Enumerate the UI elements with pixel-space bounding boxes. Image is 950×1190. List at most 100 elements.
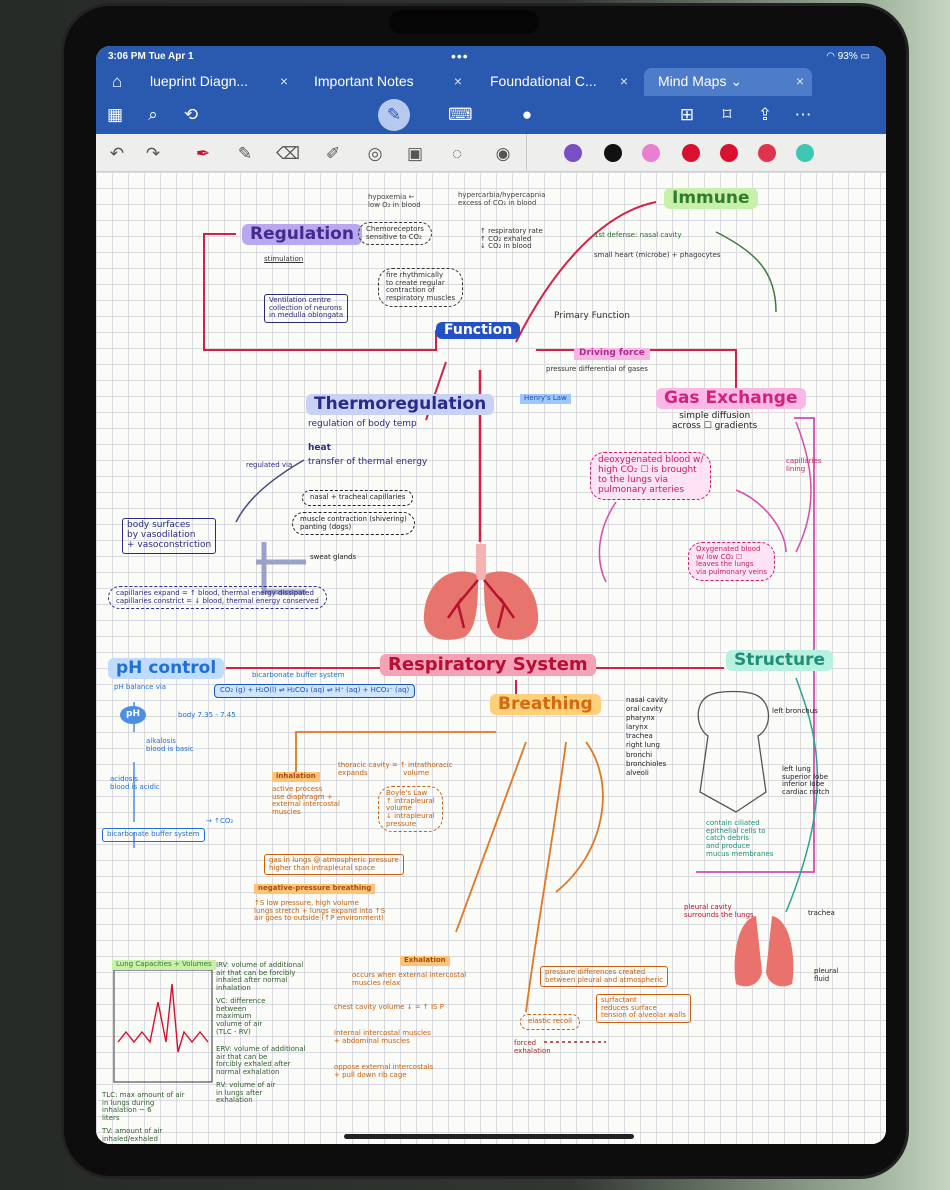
note-chemoreceptors: Chemoreceptors sensitive to CO₂ bbox=[358, 222, 432, 246]
note-left-bronchus: left bronchus bbox=[772, 707, 818, 715]
app-top-bar: 3:06 PM Tue Apr 1 ••• ◠ 93% ▭ ⌂ lueprint… bbox=[96, 46, 886, 134]
note-fire-rhythmically: fire rhythmically to create regular cont… bbox=[378, 268, 464, 307]
status-time: 3:06 PM Tue Apr 1 bbox=[108, 51, 194, 62]
color-swatch-purple[interactable] bbox=[564, 144, 582, 162]
note-rv: RV: volume of air in lungs after exhalat… bbox=[216, 1081, 276, 1105]
note-heat-transfer: transfer of thermal energy bbox=[308, 457, 428, 467]
grid-icon[interactable]: ▦ bbox=[106, 105, 124, 124]
note-erv: ERV: volume of additional air that can b… bbox=[216, 1045, 306, 1077]
note-regulation-body-temp: regulation of body temp bbox=[308, 419, 417, 429]
tablet-screen: 3:06 PM Tue Apr 1 ••• ◠ 93% ▭ ⌂ lueprint… bbox=[96, 46, 886, 1144]
home-icon[interactable]: ⌂ bbox=[112, 72, 123, 91]
note-tlc: TLC: max amount of air in lungs during i… bbox=[102, 1091, 185, 1123]
pen-toolbar: ↶ ↷ ✒ ✎ ⌫ ✐ ◎ ▣ ◌ ◉ bbox=[96, 134, 886, 172]
note-simple-diffusion: simple diffusion across ☐ gradients bbox=[672, 411, 758, 431]
note-primary-function: Primary Function bbox=[554, 311, 630, 321]
notes-layer: Regulation stimulation Ventilation centr… bbox=[96, 172, 886, 1144]
color-swatch-red[interactable] bbox=[682, 144, 700, 162]
undo-icon[interactable]: ↶ bbox=[109, 144, 125, 163]
tab-label: Mind Maps ⌄ bbox=[658, 73, 743, 89]
highlighter-icon[interactable]: ✐ bbox=[325, 144, 341, 163]
bookmark-icon[interactable]: ⌑ bbox=[722, 105, 732, 124]
note-bicarbonate-equation: CO₂ (g) + H₂O(l) ⇌ H₂CO₃ (aq) ⇌ H⁺ (aq) … bbox=[214, 684, 416, 698]
eraser-icon[interactable]: ⌫ bbox=[276, 144, 301, 163]
note-negative-pressure: ↑S low pressure, high volume lungs stret… bbox=[254, 899, 386, 923]
note-forced-exhalation: forced exhalation bbox=[514, 1039, 551, 1055]
home-indicator[interactable] bbox=[344, 1134, 634, 1139]
pencil-icon[interactable]: ✎ bbox=[237, 144, 253, 163]
heading-breathing: Breathing bbox=[490, 694, 601, 715]
tab-important-notes[interactable]: Important Notes × bbox=[300, 68, 470, 96]
note-elastic-recoil: elastic recoil bbox=[520, 1014, 581, 1030]
note-surfactant: surfactant reduces surface tension of al… bbox=[596, 994, 691, 1024]
lungs-illustration bbox=[418, 544, 546, 644]
keyboard-icon[interactable]: ⌨ bbox=[448, 105, 473, 124]
multitask-dots[interactable]: ••• bbox=[451, 48, 469, 64]
heading-gas-exchange: Gas Exchange bbox=[656, 388, 806, 409]
color-swatch-rose[interactable] bbox=[758, 144, 776, 162]
note-capillaries-lining: capillaries lining bbox=[786, 457, 822, 473]
note-ciliated-cells: contain ciliated epithelial cells to cat… bbox=[706, 819, 774, 858]
note-respiratory-rate: ↑ respiratory rate ↑ CO₂ exhaled ↓ CO₂ i… bbox=[480, 227, 543, 251]
heading-exhalation: Exhalation bbox=[400, 956, 450, 966]
color-swatch-teal[interactable] bbox=[796, 144, 814, 162]
note-pleural-cavity: pleural cavity surrounds the lungs bbox=[684, 903, 754, 919]
rotate-icon[interactable]: ⟲ bbox=[183, 105, 199, 124]
toolbar-divider bbox=[526, 134, 527, 172]
heading-immune: Immune bbox=[664, 188, 758, 209]
note-internal-intercostal: internal intercostal muscles + abdominal… bbox=[334, 1029, 431, 1045]
laser-icon[interactable]: ◉ bbox=[495, 144, 511, 163]
front-camera bbox=[389, 10, 539, 34]
note-inhalation-desc: active process use diaphragm + external … bbox=[272, 785, 340, 817]
tab-label: Important Notes bbox=[314, 73, 414, 89]
add-page-icon[interactable]: ⊞ bbox=[679, 105, 695, 124]
note-nasal-tracheal: nasal + tracheal capillaries bbox=[302, 490, 414, 506]
note-driving-force: pressure differential of gases bbox=[546, 365, 648, 373]
status-bar: 3:06 PM Tue Apr 1 ••• ◠ 93% ▭ bbox=[96, 46, 886, 66]
heading-henrys-law: Henry's Law bbox=[520, 394, 571, 404]
shapes-icon[interactable]: ◎ bbox=[367, 144, 383, 163]
note-exhalation-desc: occurs when external intercostal muscles… bbox=[352, 971, 467, 987]
pen-mode-icon[interactable]: ✎ bbox=[378, 99, 410, 131]
search-icon[interactable]: ⌕ bbox=[148, 105, 158, 124]
share-icon[interactable]: ⇪ bbox=[757, 105, 773, 124]
tab-blueprint[interactable]: lueprint Diagn...× bbox=[136, 68, 296, 96]
more-icon[interactable]: ⋯ bbox=[794, 105, 812, 124]
note-ph-balance: pH balance via bbox=[114, 683, 167, 691]
note-thoracic-cavity: thoracic cavity = ↑ intrathoracic expand… bbox=[338, 761, 453, 777]
note-chest-cavity: chest cavity volume ↓ = ↑ IS P bbox=[334, 1003, 444, 1011]
battery-icon: ▭ bbox=[857, 51, 870, 62]
color-swatch-red-2[interactable] bbox=[720, 144, 738, 162]
close-icon[interactable]: × bbox=[279, 73, 288, 89]
heading-negative-pressure: negative-pressure breathing bbox=[254, 884, 376, 894]
heading-structure: Structure bbox=[726, 650, 834, 671]
note-oxygenated-blood: Oxygenated blood w/ low CO₂ ☐ leaves the… bbox=[688, 542, 775, 581]
close-icon[interactable]: × bbox=[795, 73, 804, 89]
color-swatch-black[interactable] bbox=[604, 144, 622, 162]
lasso-icon[interactable]: ◌ bbox=[451, 144, 463, 163]
note-trachea-label: trachea bbox=[808, 909, 835, 917]
tab-label: Foundational C... bbox=[490, 73, 597, 89]
note-pressure-differences: pressure differences created between ple… bbox=[540, 966, 668, 988]
note-left-lung: left lung superior lobe inferior lobe ca… bbox=[782, 765, 830, 797]
tablet-frame: 3:06 PM Tue Apr 1 ••• ◠ 93% ▭ ⌂ lueprint… bbox=[64, 6, 906, 1176]
redo-icon[interactable]: ↷ bbox=[145, 144, 161, 163]
heading-respiratory-system: Respiratory System bbox=[380, 654, 596, 676]
mic-icon[interactable]: ● bbox=[521, 105, 533, 124]
note-stimulation: stimulation bbox=[264, 255, 304, 263]
note-irv: IRV: volume of additional air that can b… bbox=[216, 961, 304, 993]
note-boyles-law: Boyle's Law ↑ intrapleural volume ↓ intr… bbox=[378, 786, 443, 833]
pen-icon[interactable]: ✒ bbox=[195, 144, 211, 163]
wifi-icon: ◠ bbox=[826, 51, 838, 62]
tab-mind-maps[interactable]: Mind Maps ⌄ × bbox=[644, 68, 812, 96]
heading-regulation: Regulation bbox=[242, 224, 362, 245]
image-icon[interactable]: ▣ bbox=[406, 144, 424, 163]
note-canvas[interactable]: Regulation stimulation Ventilation centr… bbox=[96, 172, 886, 1144]
note-tv: TV: amount of air inhaled/exhaled bbox=[102, 1127, 163, 1143]
color-swatch-pink[interactable] bbox=[642, 144, 660, 162]
close-icon[interactable]: × bbox=[619, 73, 628, 89]
tab-foundational[interactable]: Foundational C... × bbox=[476, 68, 636, 96]
battery-percent: 93% bbox=[837, 51, 858, 62]
close-icon[interactable]: × bbox=[453, 73, 462, 89]
app-toolbar: ▦ ⌕ ⟲ ✎ ⌨ ● ⊞ ⌑ ⇪ ⋯ bbox=[96, 96, 886, 134]
